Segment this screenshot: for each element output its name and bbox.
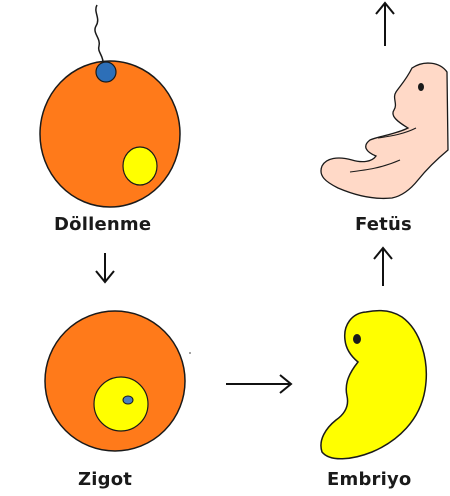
label-embriyo: Embriyo — [327, 469, 411, 490]
arrow-up-upper — [376, 3, 394, 46]
sperm-tail — [95, 5, 103, 64]
fetus-eye — [418, 83, 424, 91]
sperm-head — [96, 62, 116, 82]
zygote-nucleolus — [123, 396, 133, 404]
label-zigot: Zigot — [78, 469, 132, 490]
embryo-eye — [353, 334, 361, 344]
fetus-shape — [321, 63, 448, 198]
egg-cell — [40, 61, 180, 207]
arrow-up-lower — [374, 248, 392, 286]
label-fetus: Fetüs — [355, 214, 412, 235]
speck — [189, 352, 191, 354]
arrow-down — [96, 253, 114, 282]
egg-nucleus — [123, 147, 157, 185]
embryo-shape — [321, 311, 426, 459]
label-dollenme: Döllenme — [54, 214, 151, 235]
arrow-right — [226, 375, 291, 393]
zygote-nucleus — [94, 377, 148, 431]
